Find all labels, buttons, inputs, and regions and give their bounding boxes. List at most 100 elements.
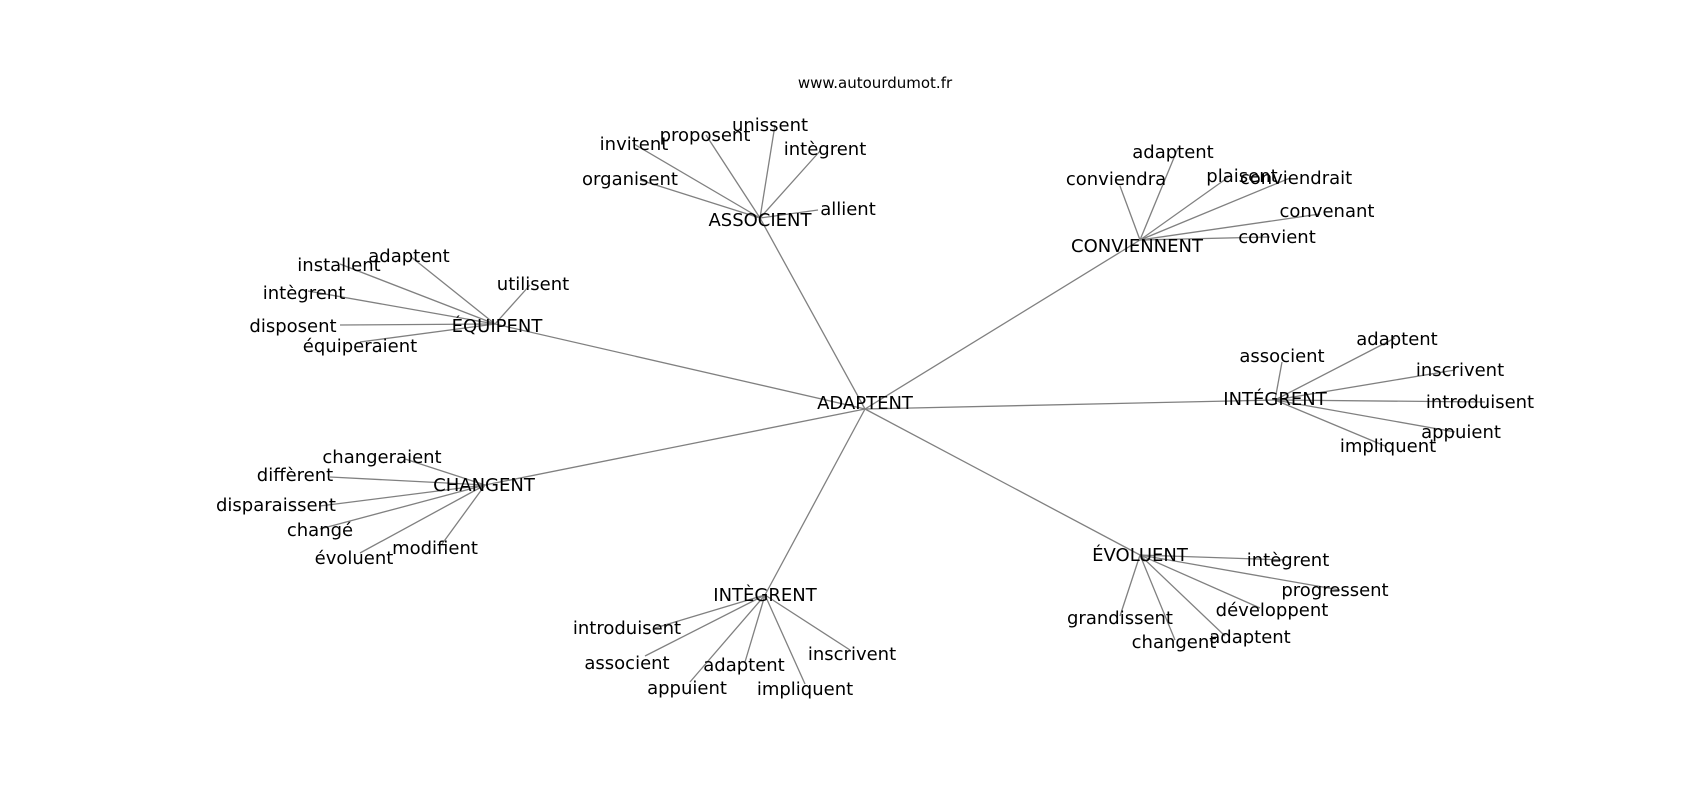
edge-conviennent-conviendrait [1139, 177, 1291, 241]
leaf-node-conviennent-adaptent: adaptent [1132, 142, 1214, 163]
leaf-node-integrent-adaptent: adaptent [703, 655, 785, 676]
edge-changent-disparaissent [319, 484, 486, 507]
leaf-node-changent-different: diffèrent [257, 465, 333, 486]
leaf-node-conviennent-convient: convient [1238, 227, 1316, 248]
leaf-node-integrent-appuient: appuient [647, 678, 727, 699]
leaf-node-associent-unissent: unissent [732, 115, 808, 136]
leaf-node-associent-integrent: intègrent [784, 139, 867, 160]
edge-changent-change [319, 484, 486, 530]
edge-integrent-impliquent [1274, 399, 1386, 447]
hub-node-evoluent: ÉVOLUENT [1092, 544, 1189, 566]
leaf-node-evoluent-developpent: développent [1216, 600, 1329, 621]
leaf-node-conviennent-conviendra: conviendra [1066, 169, 1166, 190]
edge-conviennent-convient [1139, 236, 1271, 241]
leaf-node-equipent-utilisent: utilisent [497, 274, 569, 295]
hub-node-integrent: INTÉGRENT [1223, 388, 1327, 410]
edge-evoluent-developpent [1139, 554, 1261, 609]
edge-associent-organisent [639, 179, 761, 219]
edge-integrent-inscrivent [764, 594, 851, 651]
edge-integrent-adaptent [1274, 337, 1396, 401]
source-watermark: www.autourdumot.fr [798, 74, 953, 92]
leaf-node-integrent-introduisent: introduisent [1426, 392, 1534, 413]
edge-equipent-adaptent [409, 255, 496, 325]
edge-evoluent-integrent [1139, 554, 1286, 561]
leaf-node-changent-evoluent: évoluent [315, 548, 394, 569]
leaf-node-integrent-impliquent: impliquent [757, 679, 853, 700]
edge-evoluent-adaptent [1139, 554, 1226, 637]
leaf-node-integrent-appuient: appuient [1421, 422, 1501, 443]
edge-associent-invitent [633, 143, 761, 219]
center-node-label: ADAPTENT [817, 393, 914, 414]
hub-node-associent: ASSOCIENT [708, 210, 812, 231]
leaf-node-equipent-disposent: disposent [249, 316, 336, 337]
edge-conviennent-plaisent [1139, 175, 1231, 241]
edge-conviennent-convenant [1139, 213, 1321, 241]
edge-evoluent-grandissent [1119, 554, 1141, 617]
hub-node-equipent: ÉQUIPENT [452, 315, 544, 337]
edge-integrent-associent [644, 594, 766, 657]
leaf-node-changent-modifient: modifient [392, 538, 478, 559]
leaf-node-integrent-adaptent: adaptent [1356, 329, 1438, 350]
leaf-node-associent-allient: allient [820, 199, 876, 220]
edge-center-changent [484, 408, 866, 486]
edge-center-integrent [764, 408, 866, 596]
edge-integrent-introduisent [1274, 399, 1486, 403]
edge-equipent-disposent [339, 323, 496, 326]
leaf-node-integrent-impliquent: impliquent [1340, 436, 1436, 457]
edge-conviennent-conviendra [1119, 185, 1141, 241]
hub-node-conviennent: CONVIENNENT [1071, 236, 1204, 257]
leaf-node-changent-disparaissent: disparaissent [216, 495, 336, 516]
leaf-node-integrent-associent: associent [584, 653, 669, 674]
edge-associent-unissent [759, 124, 776, 219]
leaf-node-integrent-associent: associent [1239, 346, 1324, 367]
leaf-node-changent-changeraient: changeraient [322, 447, 441, 468]
leaf-node-equipent-integrent: intègrent [263, 283, 346, 304]
leaf-node-equipent-adaptent: adaptent [368, 246, 450, 267]
leaf-node-evoluent-adaptent: adaptent [1209, 627, 1291, 648]
edge-associent-integrent [759, 150, 821, 219]
leaf-node-associent-proposent: proposent [660, 125, 751, 146]
leaf-node-equipent-equiperaient: équiperaient [303, 336, 417, 357]
leaf-node-conviennent-plaisent: plaisent [1206, 166, 1277, 187]
edge-equipent-utilisent [494, 284, 531, 325]
graph-edges [307, 124, 1486, 685]
edge-evoluent-changent [1139, 554, 1176, 641]
edge-evoluent-progressent [1139, 554, 1341, 591]
edge-equipent-integrent [307, 290, 496, 325]
leaf-node-integrent-inscrivent: inscrivent [808, 644, 896, 665]
edge-center-integrent [864, 399, 1276, 410]
edge-associent-proposent [705, 134, 761, 219]
edge-changent-evoluent [359, 484, 486, 554]
edge-integrent-appuient [689, 594, 766, 683]
edge-center-equipent [494, 323, 866, 410]
edge-center-evoluent [864, 408, 1141, 556]
edge-equipent-installent [339, 263, 496, 325]
leaf-node-equipent-installent: installent [297, 255, 380, 276]
edge-changent-different [329, 476, 486, 486]
leaf-node-evoluent-integrent: intègrent [1247, 550, 1330, 571]
edge-integrent-impliquent [764, 594, 806, 685]
graph-labels: ADAPTENT ASSOCIENT invitentproposentunisse… [216, 115, 1534, 700]
leaf-node-evoluent-grandissent: grandissent [1067, 608, 1173, 629]
leaf-node-evoluent-changent: changent [1132, 632, 1217, 653]
edge-integrent-appuient [1274, 399, 1456, 433]
leaf-node-evoluent-progressent: progressent [1281, 580, 1388, 601]
edge-changent-modifient [441, 484, 486, 545]
leaf-node-associent-invitent: invitent [600, 134, 669, 155]
edge-integrent-introduisent [654, 594, 766, 629]
edge-changent-changeraient [404, 458, 486, 486]
leaf-node-conviennent-conviendrait: conviendrait [1240, 168, 1352, 189]
edge-integrent-adaptent [744, 594, 766, 663]
hub-node-integrent: INTÈGRENT [713, 584, 817, 606]
leaf-node-conviennent-convenant: convenant [1280, 201, 1375, 222]
edge-center-associent [759, 217, 866, 410]
edge-conviennent-adaptent [1139, 147, 1179, 241]
edge-associent-allient [759, 209, 819, 219]
edge-integrent-associent [1274, 361, 1283, 401]
hub-node-changent: CHANGENT [433, 475, 536, 496]
leaf-node-integrent-introduisent: introduisent [573, 618, 681, 639]
leaf-node-associent-organisent: organisent [582, 169, 678, 190]
edge-center-conviennent [864, 239, 1141, 410]
leaf-node-changent-change: changé [287, 520, 353, 541]
